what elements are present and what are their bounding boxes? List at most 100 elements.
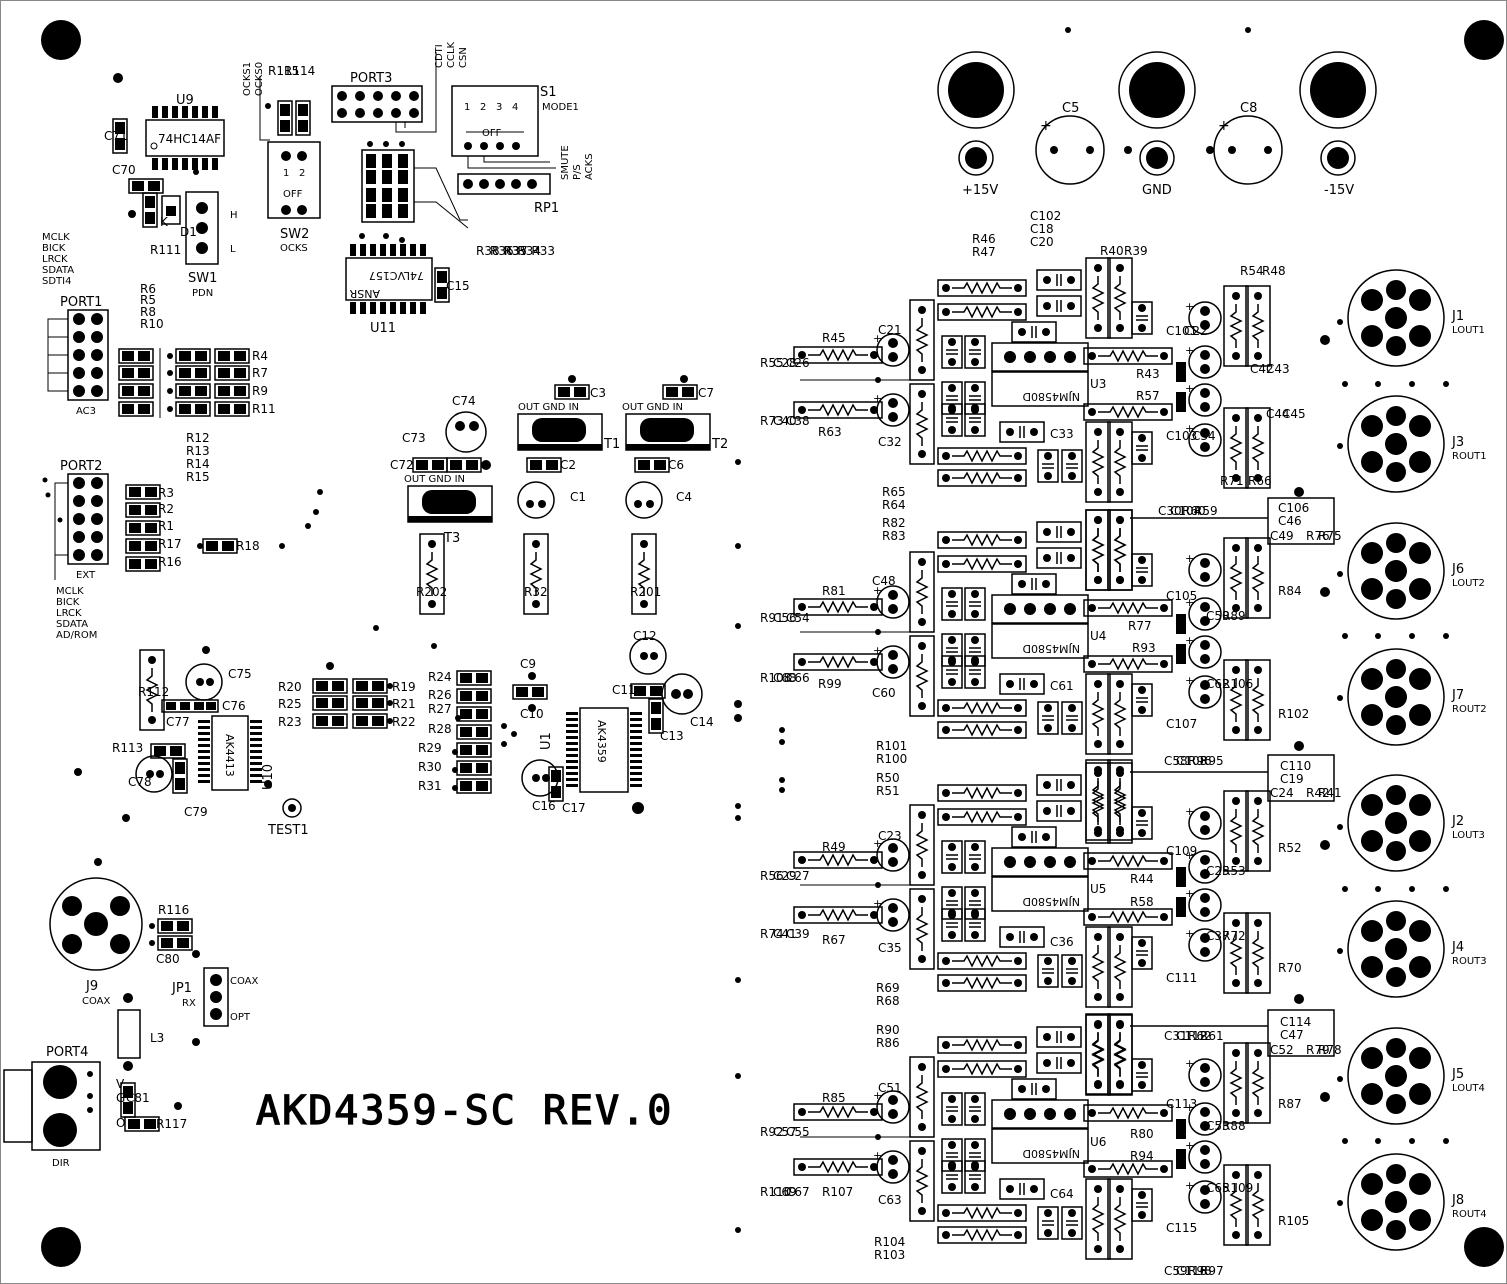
svg-text:BICK: BICK	[56, 597, 80, 608]
aref-r105: R105	[1278, 1214, 1309, 1228]
aref-c21: C21	[878, 323, 902, 337]
ref-r19: R19	[392, 680, 416, 694]
jack-j6-sig: LOUT2	[1452, 578, 1485, 589]
aref-r80: R80	[1130, 1127, 1154, 1141]
aref-c51: C51	[878, 1081, 902, 1095]
aref-c19: C19	[1280, 772, 1304, 786]
aref-r68: R68	[876, 994, 900, 1008]
aref-r59: R59	[1194, 504, 1218, 518]
u10-ic	[74, 646, 302, 822]
aref-c68: C68	[773, 671, 797, 685]
ref-r12: R12	[186, 431, 210, 445]
ref-c76: C76	[222, 699, 246, 713]
ref-c74: C74	[452, 394, 476, 408]
aref-c60: C60	[872, 686, 896, 700]
svg-text:C5: C5	[1062, 101, 1079, 116]
regulator-pins: OUT GND IN OUT GND IN OUT GND IN	[404, 402, 683, 485]
aref-c39: C39	[786, 927, 810, 941]
aref-c37: C37	[1206, 929, 1230, 943]
jumper-block	[361, 141, 469, 229]
aref-c34: C34	[1192, 429, 1216, 443]
aref-c116: C116	[1176, 1264, 1207, 1278]
aref-c24: C24	[1270, 786, 1294, 800]
ref-r202: R202	[416, 585, 447, 599]
aref-c69: C69	[773, 1185, 797, 1199]
aref-r90: R90	[876, 1023, 900, 1037]
ref-r201: R201	[630, 585, 661, 599]
aref-r78: R78	[1318, 1043, 1342, 1057]
jp1-opt: OPT	[230, 1012, 251, 1023]
ref-c4: C4	[676, 490, 692, 504]
channel-cap-boxes	[1130, 497, 1335, 1057]
svg-text:SDTI4: SDTI4	[42, 276, 71, 287]
aref-r93: R93	[1132, 641, 1156, 655]
sw2-sub: OCKS	[280, 243, 308, 254]
ref-r28: R28	[428, 722, 452, 736]
jack-j7-ref: J7	[1451, 688, 1464, 703]
jack-j2-sig: LOUT3	[1452, 830, 1485, 841]
aref-r44: R44	[1130, 872, 1154, 886]
aref-c26: C26	[786, 356, 810, 370]
aref-c64: C64	[1050, 1187, 1074, 1201]
aref-c54: C54	[786, 611, 810, 625]
regulators	[407, 375, 711, 523]
aref-r77: R77	[1128, 619, 1152, 633]
analog-channel-3	[794, 763, 1449, 1007]
port1-header	[47, 309, 109, 401]
aref-c43: C43	[1266, 362, 1290, 376]
aref-r86: R86	[876, 1036, 900, 1050]
svg-text:LRCK: LRCK	[56, 608, 82, 619]
aref-r85: R85	[822, 1091, 846, 1105]
sw1-h: H	[230, 210, 238, 221]
port3-header	[331, 52, 437, 133]
sw1-ref: SW1	[188, 271, 217, 286]
ref-r16: R16	[158, 555, 182, 569]
aref-r55: R55	[760, 356, 784, 370]
svg-text:OUT GND IN: OUT GND IN	[622, 402, 683, 413]
aref-u5: U5	[1090, 882, 1106, 896]
ref-c80: C80	[156, 952, 180, 966]
aref-c52: C52	[1270, 1043, 1294, 1057]
aref-c20: C20	[1030, 235, 1054, 249]
aref-r54: R54	[1240, 264, 1264, 278]
r19-r25-block	[312, 662, 393, 729]
ref-r114: R114	[284, 64, 315, 78]
ref-r9: R9	[252, 384, 268, 398]
ref-r17: R17	[158, 537, 182, 551]
svg-text:CDTI: CDTI	[434, 44, 445, 68]
ref-k: K	[160, 215, 169, 229]
u6-part: NJM4580D	[1023, 1147, 1080, 1160]
aref-r107: R107	[822, 1185, 853, 1199]
ref-c2: C2	[560, 458, 576, 472]
channel-column-resistors	[1085, 487, 1304, 1095]
jack-j8-sig: ROUT4	[1452, 1209, 1487, 1220]
ref-c72: C72	[390, 458, 414, 472]
aref-r45: R45	[822, 331, 846, 345]
rp1-ref: RP1	[534, 201, 559, 216]
aref-c103: C103	[1166, 429, 1197, 443]
u10-ref: U10	[261, 764, 276, 790]
svg-text:OUT GND IN: OUT GND IN	[518, 402, 579, 413]
aref-r63: R63	[818, 425, 842, 439]
ref-r3: R3	[158, 486, 174, 500]
aref-r50: R50	[876, 771, 900, 785]
ref-r4: R4	[252, 349, 268, 363]
jack-j3-ref: J3	[1451, 435, 1464, 450]
aref-r76: R76	[1306, 529, 1330, 543]
t2-ref: T2	[711, 437, 728, 452]
sw1-sub: PDN	[192, 288, 213, 299]
port3-signals: CDTI CCLK CSN	[434, 41, 469, 68]
aref-c36: C36	[1050, 935, 1074, 949]
aref-r75: R75	[1318, 529, 1342, 543]
ref-g: G	[116, 1091, 125, 1105]
aref-c45: C45	[1282, 407, 1306, 421]
aref-c27: C27	[786, 869, 810, 883]
ref-r24: R24	[428, 670, 452, 684]
jack-j4-sig: ROUT3	[1452, 956, 1487, 967]
u9-ref: U9	[176, 93, 194, 108]
aref-r70: R70	[1278, 961, 1302, 975]
ref-c12: C12	[633, 629, 657, 643]
ref-r111: R111	[150, 243, 181, 257]
